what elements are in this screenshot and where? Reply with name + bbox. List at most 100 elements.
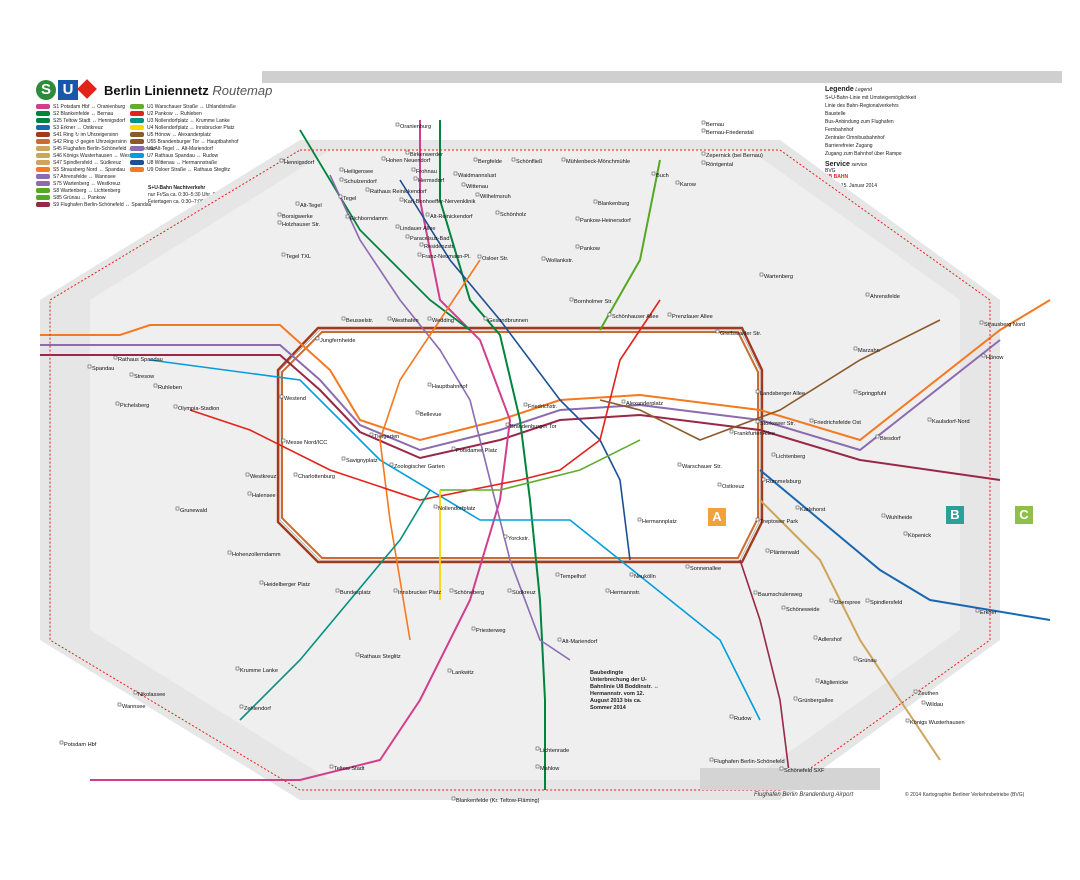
station-label-franz-neumann: Franz-Neumann-Pl. bbox=[422, 254, 471, 260]
station-marker bbox=[979, 320, 984, 325]
station-marker bbox=[865, 598, 870, 603]
station-label-krumme-lanke: Krumme Lanke bbox=[240, 668, 278, 674]
station-label-halensee: Halensee bbox=[252, 493, 276, 499]
station-marker bbox=[279, 158, 284, 163]
station-marker bbox=[809, 418, 814, 423]
station-label-wuhlheide: Wuhlheide bbox=[886, 515, 912, 521]
s-line-item: S1 Potsdam Hbf ↔ Oranienburg bbox=[36, 104, 155, 111]
station-label-buch: Buch bbox=[656, 173, 669, 179]
station-marker bbox=[975, 608, 980, 613]
station-marker bbox=[173, 404, 178, 409]
station-label-rathaus-steglitz: Rathaus Steglitz bbox=[360, 654, 401, 660]
map-title: Berlin Liniennetz Routemap bbox=[104, 83, 272, 98]
station-label-hermsdorf: Hermsdorf bbox=[418, 178, 445, 184]
station-label-wittenau: Wittenau bbox=[466, 184, 488, 190]
station-label-schoenholz: Schönholz bbox=[500, 212, 526, 218]
line-u5 bbox=[599, 319, 941, 441]
station-label-ostkreuz: Ostkreuz bbox=[722, 484, 745, 490]
station-label-lankwitz: Lankwitz bbox=[452, 670, 474, 676]
construction-text: Baubedingte Unterbrechung der U-Bahnlini… bbox=[590, 670, 660, 711]
station-marker bbox=[113, 355, 118, 360]
station-marker bbox=[453, 171, 458, 176]
station-marker bbox=[451, 796, 456, 801]
legend-item: Zugang zum Bahnhof über Rampe bbox=[825, 151, 902, 157]
station-label-wedding: Wedding bbox=[432, 318, 454, 324]
s-line-item: S9 Flughafen Berlin-Schönefeld ↔ Spandau bbox=[36, 202, 155, 209]
station-marker bbox=[329, 764, 334, 769]
station-marker bbox=[247, 491, 252, 496]
line-s3 bbox=[759, 469, 1051, 621]
u-line-item: U3 Nollendorfplatz ↔ Krumme Lanke bbox=[130, 118, 238, 125]
station-marker bbox=[293, 472, 298, 477]
night-service-note: S+U-Bahn Nachtverkehr nur Fr/Sa ca. 0:30… bbox=[148, 185, 248, 206]
line-u2 bbox=[189, 299, 661, 501]
station-marker bbox=[561, 157, 566, 162]
station-marker bbox=[607, 312, 612, 317]
station-label-savignyplatz: Savignyplatz bbox=[346, 458, 378, 464]
line-badge bbox=[36, 160, 50, 166]
line-s7 bbox=[40, 339, 1001, 452]
station-label-neukoelln: Neukölln bbox=[634, 574, 656, 580]
line-badge bbox=[36, 104, 50, 110]
station-label-treptower-park: Treptower Park bbox=[760, 519, 798, 525]
station-marker bbox=[637, 517, 642, 522]
station-marker bbox=[153, 383, 158, 388]
station-marker bbox=[761, 477, 766, 482]
station-marker bbox=[853, 389, 858, 394]
station-marker bbox=[425, 212, 430, 217]
line-route: S1 Potsdam Hbf ↔ Oranienburg bbox=[53, 104, 125, 110]
station-marker bbox=[405, 234, 410, 239]
u-line-item: U7 Rathaus Spandau ↔ Rudow bbox=[130, 153, 238, 160]
station-label-oberspree: Oberspree bbox=[834, 600, 860, 606]
station-label-karl-bonhoeffer: Karl-Bonhoeffer-Nervenklinik bbox=[404, 199, 476, 205]
legend-item: Linie des Bahn-Regionalverkehrs bbox=[825, 103, 899, 109]
station-label-landsberger: Landsberger Allee bbox=[760, 391, 805, 397]
station-marker bbox=[621, 399, 626, 404]
s-line-item: S3 Erkner ↔ Ostkreuz bbox=[36, 125, 155, 132]
station-marker bbox=[411, 167, 416, 172]
station-label-eichborndamm: Eichborndamm bbox=[350, 216, 388, 222]
s-line-item: S8 Wartenberg ↔ Lichtenberg bbox=[36, 188, 155, 195]
line-route: U1 Warschauer Straße ↔ Uhlandstraße bbox=[147, 104, 236, 110]
station-marker bbox=[793, 696, 798, 701]
service-heading: Service service bbox=[825, 161, 868, 168]
station-label-alexanderplatz: Alexanderplatz bbox=[626, 401, 663, 407]
station-label-schoenfliess: Schönfließ bbox=[516, 159, 543, 165]
station-marker bbox=[449, 588, 454, 593]
line-u1 bbox=[440, 439, 641, 491]
station-labels: HennigsdorfHeiligenseeSchulzendorfAlt-Te… bbox=[59, 120, 1025, 804]
station-label-tegel: Tegel bbox=[343, 196, 356, 202]
station-label-waidmannslust: Waidmannslust bbox=[458, 173, 496, 179]
s-bahn-logo: S bbox=[36, 80, 56, 100]
station-marker bbox=[771, 452, 776, 457]
station-marker bbox=[277, 212, 282, 217]
station-marker bbox=[701, 151, 706, 156]
s-line-item: S46 Königs Wusterhausen ↔ Westend bbox=[36, 153, 155, 160]
line-s46 bbox=[759, 499, 941, 761]
line-badge bbox=[130, 132, 144, 138]
station-marker bbox=[339, 177, 344, 182]
station-label-biesdorf: Biesdorf bbox=[880, 436, 901, 442]
legend: Legende Legend S+U-Bahn-Linie mit Umstei… bbox=[825, 86, 1061, 256]
s-line-item: S85 Grünau ↔ Pankow bbox=[36, 195, 155, 202]
station-marker bbox=[903, 531, 908, 536]
station-label-lichtenberg: Lichtenberg bbox=[776, 454, 805, 460]
line-badge bbox=[130, 104, 144, 110]
station-label-hohen-neuendorf: Hohen Neuendorf bbox=[386, 158, 431, 164]
line-s1 bbox=[90, 120, 512, 781]
station-label-lichtenrade: Lichtenrade bbox=[540, 748, 569, 754]
station-label-grunewald: Grunewald bbox=[180, 508, 207, 514]
station-label-potsdamer-platz: Potsdamer Platz bbox=[456, 448, 497, 454]
u-line-item: U6 Alt-Tegel ↔ Alt-Mariendorf bbox=[130, 146, 238, 153]
line-badge bbox=[36, 188, 50, 194]
station-label-schoenefeld-sxf: Schönefeld SXF bbox=[784, 768, 825, 774]
line-badge bbox=[130, 125, 144, 131]
station-marker bbox=[339, 167, 344, 172]
station-marker bbox=[667, 312, 672, 317]
station-label-hauptbahnhof: Hauptbahnhof bbox=[432, 384, 468, 390]
station-marker bbox=[427, 382, 432, 387]
legend-heading: Legende Legend bbox=[825, 86, 872, 93]
line-route: S45 Flughafen Berlin-Schönefeld ↔ Südkre… bbox=[53, 146, 156, 152]
station-label-alt-reinickendorf: Alt-Reinickendorf bbox=[430, 214, 473, 220]
